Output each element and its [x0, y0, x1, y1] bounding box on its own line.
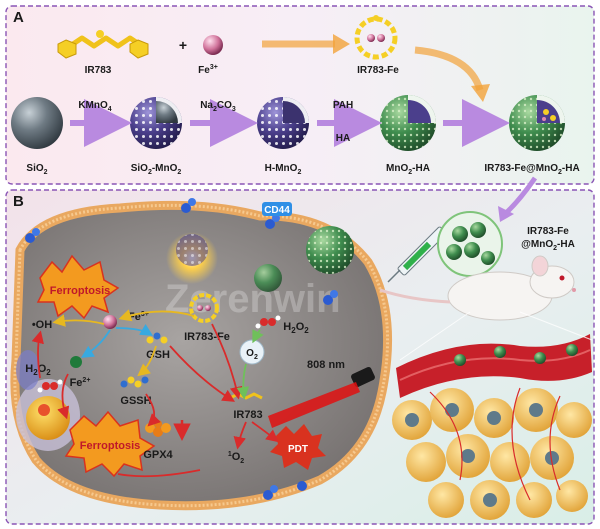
particle-label-sio2-mno2: SiO2-MnO2: [131, 163, 182, 176]
panel-a: A IR783 + Fe3+ IR783-Fe: [5, 5, 595, 185]
arrow-o2-to-ir783: [236, 363, 250, 400]
ir783-fe-in-cell-icon: [189, 293, 219, 323]
fe3-ion-cell-icon: [103, 315, 117, 329]
particle-label-h-mno2: H-MnO2: [265, 163, 302, 176]
tumor-tissue: [392, 387, 592, 520]
injection-label-line1: IR783-Fe: [527, 226, 569, 237]
ferroptosis-top-burst: [36, 254, 120, 320]
nanoparticle-internalized: [254, 264, 282, 292]
step3-reagent-top: PAH: [333, 100, 353, 111]
plus-sign: +: [179, 37, 187, 53]
arrow-to-pdt: [251, 421, 279, 443]
ir783-fe-mno2-ha-particle: [509, 95, 565, 151]
fe2-label: Fe2+: [70, 377, 91, 389]
step3-reagent-bottom: HA: [336, 133, 350, 144]
arrow-fe3-to-oh: [52, 314, 105, 327]
panel-b-letter: B: [13, 193, 24, 210]
fe2-ion-icon: [70, 356, 82, 368]
particle-label-sio2: SiO2: [26, 163, 47, 176]
o2-bubble-icon: [239, 339, 265, 365]
cd44-receptors: [25, 198, 338, 500]
oh-radical-label: •OH: [32, 319, 52, 331]
pdt-burst: [270, 424, 326, 470]
panel-a-border: [5, 5, 595, 185]
arrow-h2o2-to-oh: [31, 330, 44, 379]
step1-reagent: KMnO4: [78, 100, 111, 113]
arrow-fe2-ferroptosis: [57, 373, 70, 420]
arrow-fe3-to-fe2: [80, 329, 111, 358]
gssh-label: GSSH: [120, 395, 151, 407]
ir783-fe-complex-icon: [354, 15, 398, 60]
panel-b: B Zerenwin CD44: [5, 176, 595, 525]
arrow-to-ir783: [169, 345, 236, 402]
sio2-mno2-particle: [130, 97, 182, 149]
sio2-particle: [11, 97, 63, 149]
gsh-label: GSH: [146, 349, 170, 361]
o2-label: O2: [246, 348, 258, 361]
panel-a-letter: A: [13, 9, 24, 26]
ir783-free-label: IR783: [233, 409, 262, 421]
cd44-label: CD44: [264, 205, 290, 216]
singlet-oxygen-label: 1O2: [228, 451, 244, 465]
fe3-label: Fe3+: [198, 64, 218, 76]
laser-beam: [268, 382, 360, 428]
gsh-molecule-icon: [146, 332, 168, 344]
arrow-gssh-to-gpx4: [145, 393, 161, 427]
h2o2-left-molecule-icon: [37, 379, 63, 393]
cell-nucleus: [16, 379, 80, 451]
step2-reagent: Na2CO3: [200, 100, 236, 113]
gpx4-label: GPX4: [143, 449, 173, 461]
arrow-h2o2-to-o2: [252, 329, 264, 344]
arrow-fe3-gsh: [115, 323, 154, 336]
ferroptosis-bottom-burst: [64, 410, 156, 478]
organelle-icon: [16, 350, 40, 390]
blood-vessel: [396, 334, 592, 398]
h2o2-right-molecule-icon: [255, 315, 281, 329]
particle-label-mno2-ha: MnO2-HA: [386, 163, 430, 176]
fe3-ion-icon: [203, 35, 223, 55]
arrow-loop-bottom: [117, 469, 201, 478]
ir783-fe-label: IR783-Fe: [357, 65, 399, 76]
arrow-ir783fe-to-fe3: [118, 309, 195, 322]
laser-source-icon: [351, 366, 375, 388]
injection-label-line2: @MnO2-HA: [521, 239, 575, 252]
ir783-molecule-icon: [57, 30, 149, 59]
laser-label: 808 nm: [307, 359, 345, 371]
ir783-label: IR783: [85, 65, 112, 76]
ir783-fe-cell-label: IR783-Fe: [184, 331, 230, 343]
h-mno2-particle: [257, 97, 309, 149]
particle-label-final: IR783-Fe@MnO2-HA: [484, 163, 579, 176]
mouse-icon: [379, 255, 576, 321]
ferroptosis-bottom-label: Ferroptosis: [80, 440, 141, 452]
ferroptosis-top-label: Ferroptosis: [50, 285, 111, 297]
pdt-label: PDT: [288, 444, 308, 455]
arrow-ir783fe-to-ir783: [211, 323, 243, 400]
h2o2-left-label: H2O2: [25, 363, 51, 377]
arrow-ir783-to-1o2: [233, 421, 247, 450]
cd44-tag: [262, 202, 292, 216]
mno2-ha-particle: [380, 95, 436, 151]
gssh-molecule-icon: [120, 376, 149, 388]
arrow-ir783fe-to-final: [414, 46, 484, 92]
h2o2-right-label: H2O2: [283, 321, 309, 335]
arrow-gsh-to-gssh: [137, 345, 157, 377]
